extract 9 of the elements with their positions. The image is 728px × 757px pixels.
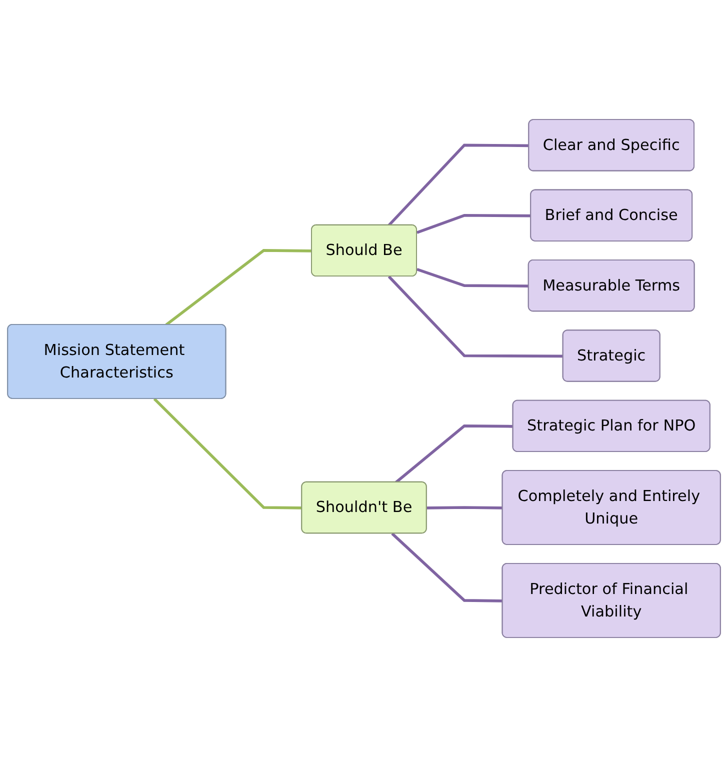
connector [391,532,503,602]
connector [416,214,532,234]
connector [426,506,503,510]
connector [153,398,302,510]
connector [388,276,564,358]
connector [416,268,529,288]
connector [395,424,514,484]
connector [388,144,530,226]
connector [165,249,312,326]
